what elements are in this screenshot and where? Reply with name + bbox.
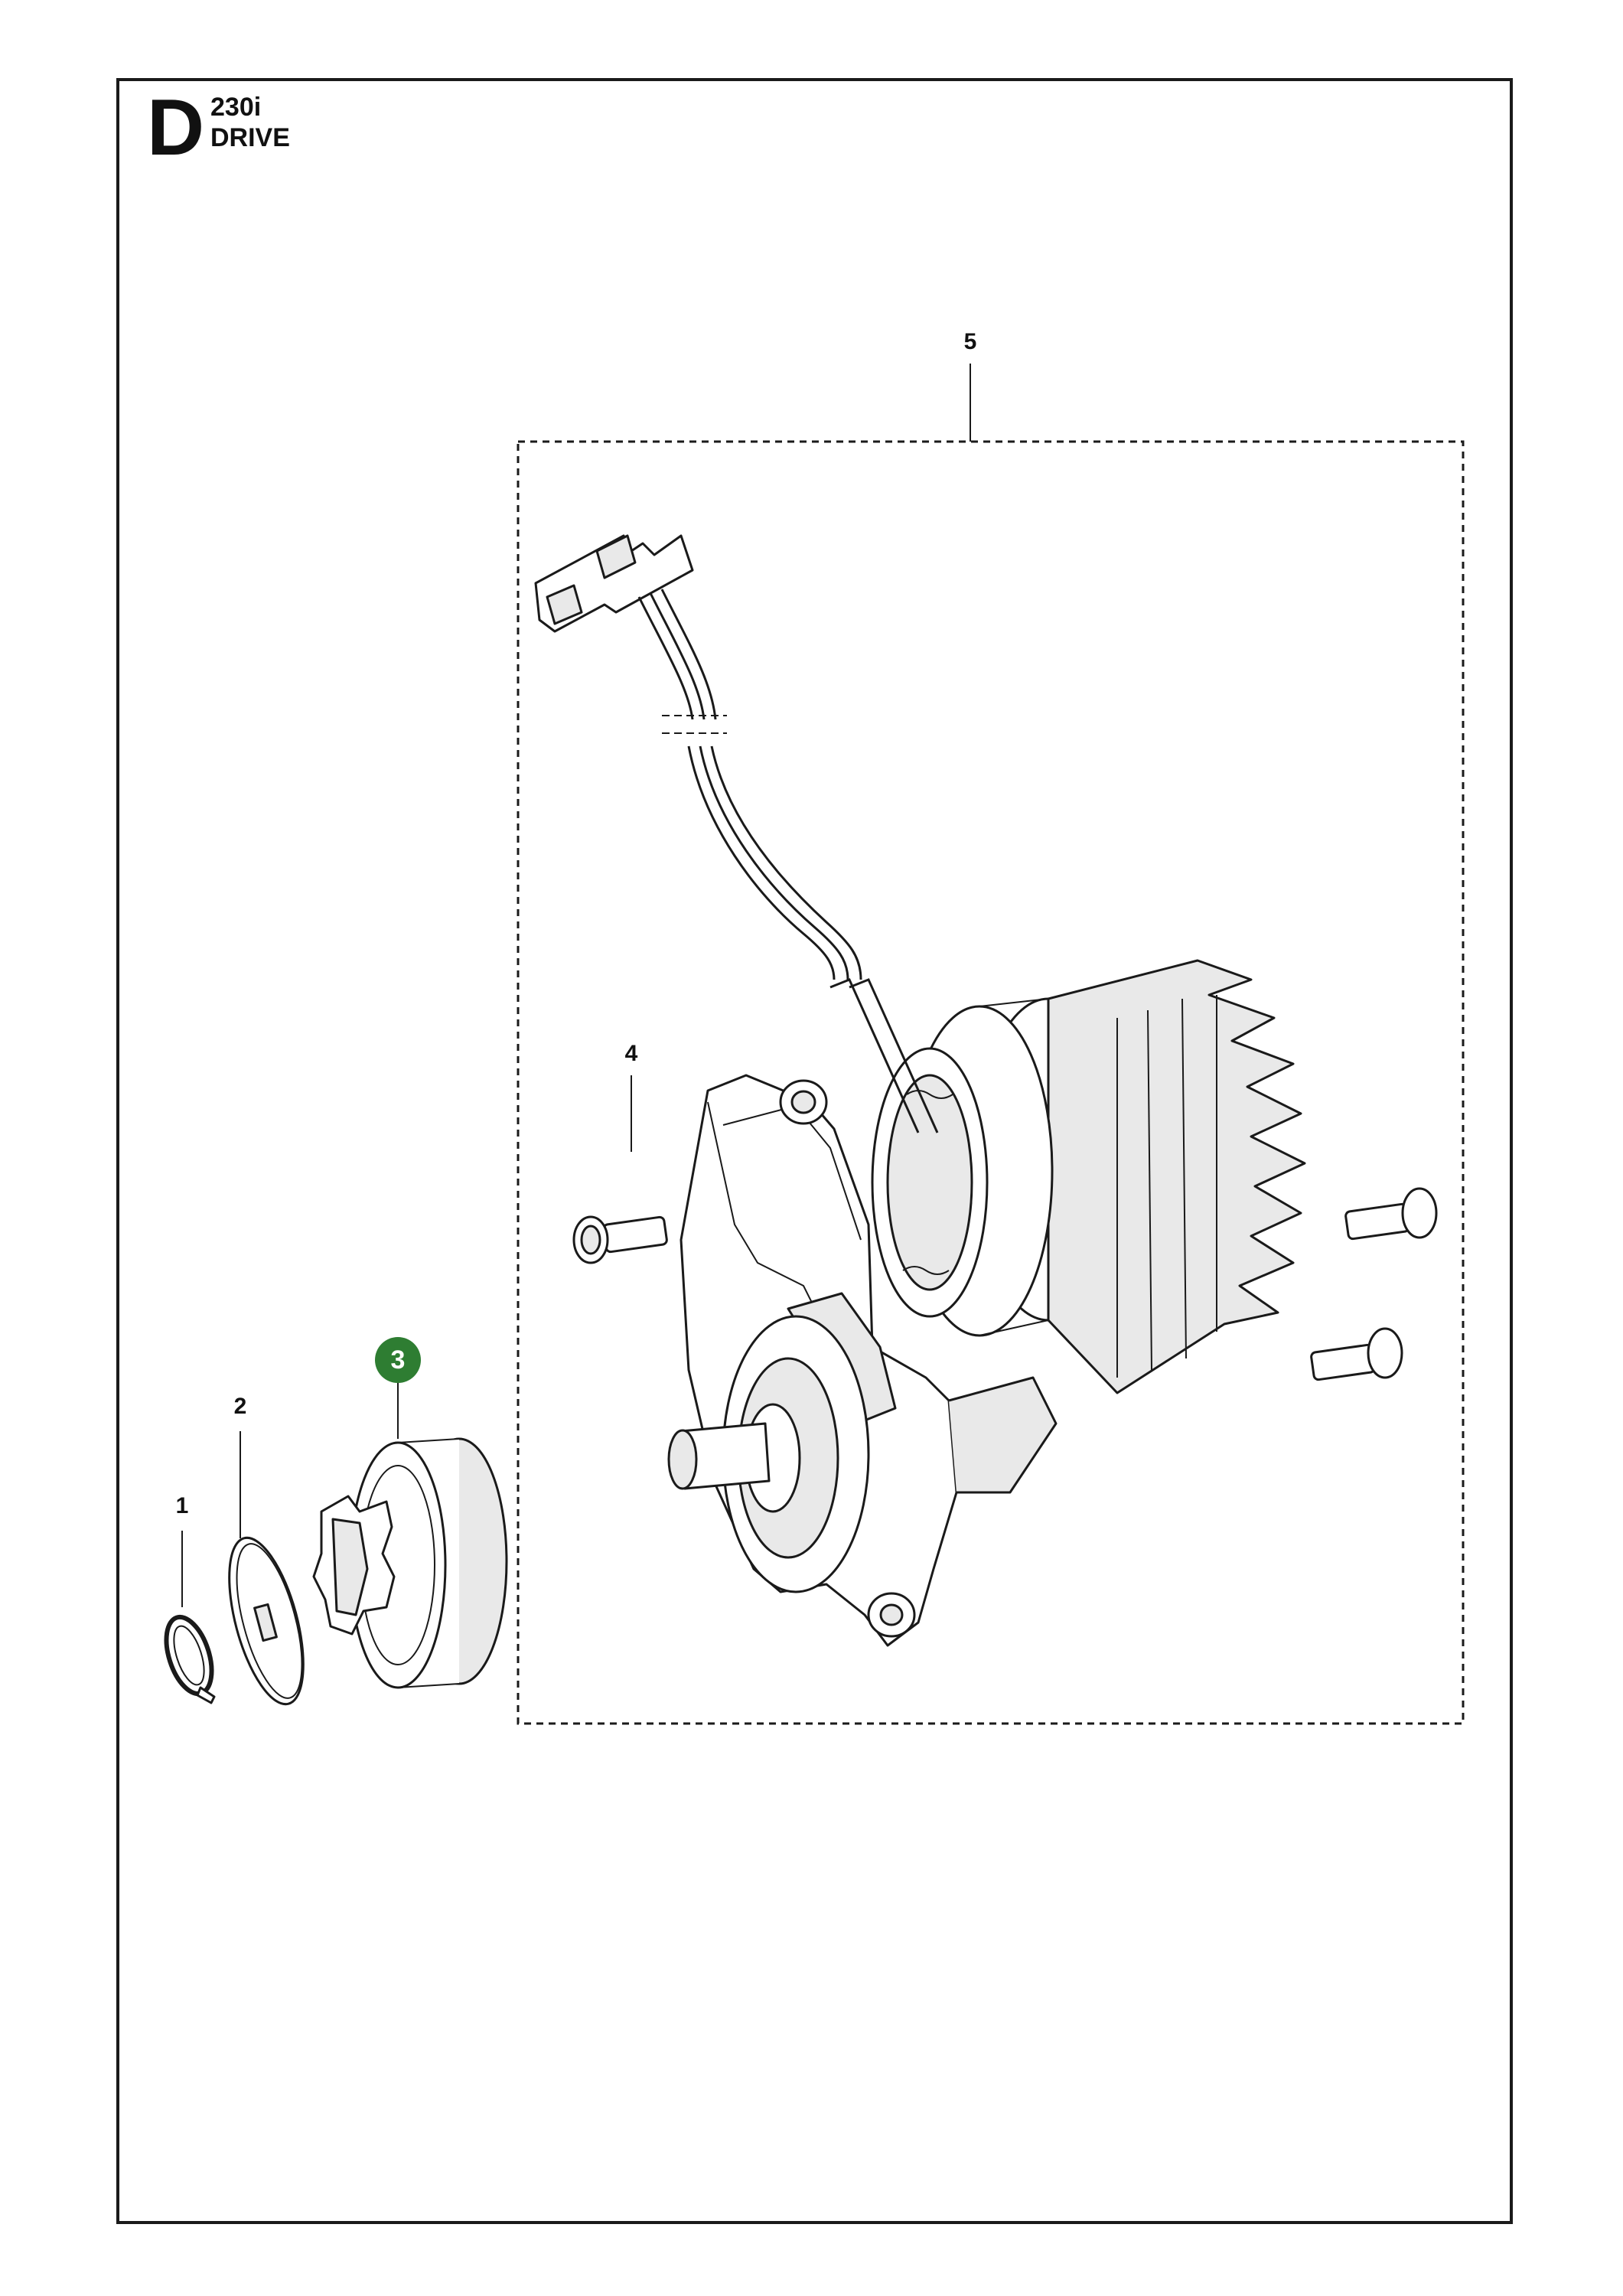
callout-5: 5 [963, 329, 977, 354]
stator-windings [829, 978, 989, 1318]
part-4-bolt-right-lower [1310, 1327, 1403, 1381]
wire-harness [637, 589, 862, 980]
part-5-motor-assembly [534, 534, 1306, 1647]
assembly-group-box [517, 440, 1465, 1725]
part-4-bolt [572, 1215, 668, 1264]
model-number: 230i [210, 93, 262, 122]
part-3-sprocket-drum [312, 1437, 508, 1689]
part-1-circlip [164, 1614, 216, 1704]
wire-connector [534, 534, 694, 633]
part-4-bolt-right-upper [1344, 1187, 1438, 1241]
callout-3-highlighted[interactable]: 3 [375, 1337, 421, 1383]
section-letter: D [147, 83, 205, 172]
callout-1: 1 [175, 1493, 189, 1518]
callout-4: 4 [624, 1041, 638, 1066]
diagram-title: DRIVE [210, 123, 290, 152]
output-shaft [667, 1315, 870, 1593]
callout-2: 2 [233, 1394, 247, 1419]
page-frame [116, 78, 1513, 2224]
part-2-washer [228, 1536, 305, 1706]
